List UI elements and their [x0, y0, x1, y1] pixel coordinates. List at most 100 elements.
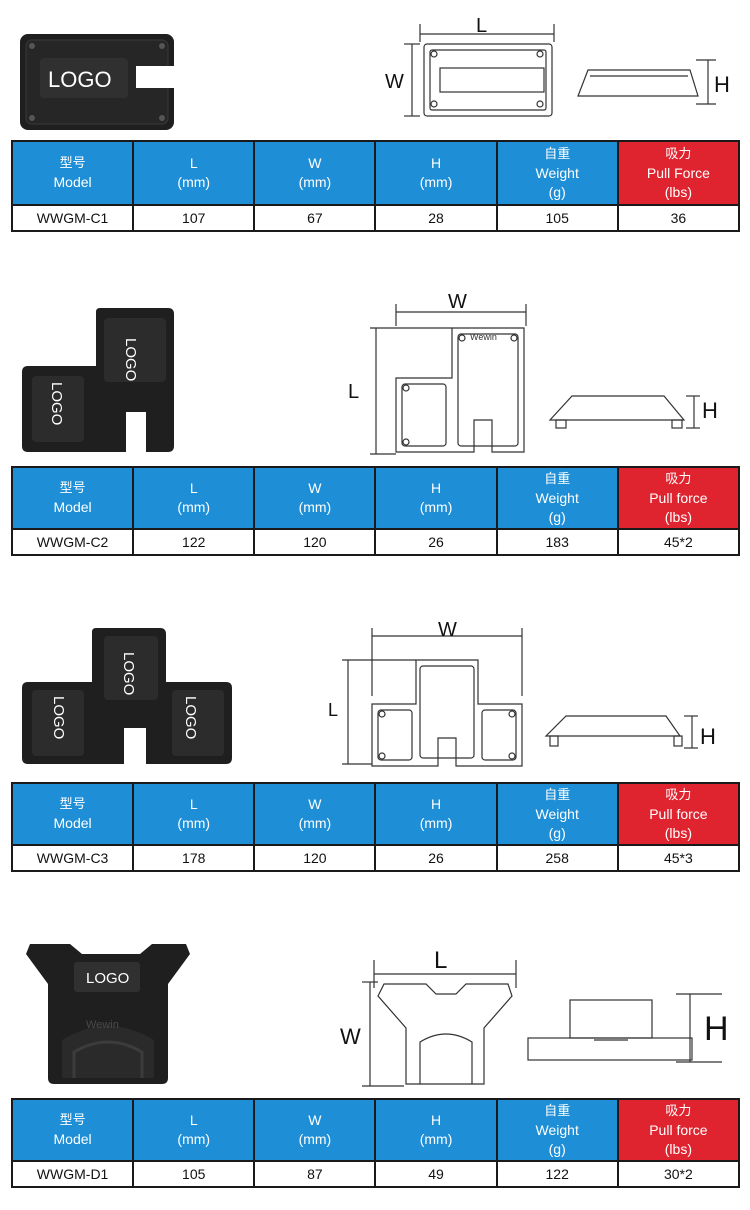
dimension-label-l: L: [348, 381, 359, 403]
cell-weight: 258: [495, 844, 619, 872]
dimension-label-l: L: [434, 947, 447, 974]
dimension-label-w: W: [448, 291, 467, 313]
table-row: WWGM-C1 107 67 28 105 36: [10, 204, 741, 232]
cell-weight: 105: [495, 204, 619, 232]
brand-label: Wewin: [86, 1019, 119, 1031]
header-length: L(mm): [132, 140, 256, 206]
cell-length: 105: [132, 1160, 256, 1188]
table-row: WWGM-C3 178 120 26 258 45*3: [10, 844, 741, 872]
cell-length: 178: [132, 844, 256, 872]
cell-model: WWGM-C3: [10, 844, 135, 872]
drawing-top-c3: [342, 628, 523, 767]
cell-length: 107: [132, 204, 256, 232]
drawing-side-c2: [548, 395, 700, 429]
brand-label: Wewin: [470, 332, 497, 342]
drawing-side-c1: [577, 59, 716, 105]
cell-height: 26: [374, 844, 498, 872]
cell-model: WWGM-C2: [10, 528, 135, 556]
product-illustration-c1: LOGO L W H: [20, 15, 730, 130]
dimension-label-h: H: [714, 72, 730, 97]
header-height: H(mm): [374, 140, 498, 206]
cell-width: 120: [253, 844, 377, 872]
product-photo-c2: LOGO LOGO: [22, 308, 174, 452]
cell-height: 49: [374, 1160, 498, 1188]
dimension-label-w: W: [385, 71, 404, 93]
cell-model: WWGM-C1: [10, 204, 135, 232]
logo-label: LOGO: [182, 696, 199, 739]
cell-width: 87: [253, 1160, 377, 1188]
cell-model: WWGM-D1: [10, 1160, 135, 1188]
dimension-label-w: W: [340, 1024, 361, 1049]
cell-pull-force: 36: [616, 204, 741, 232]
product-photo-d1: LOGO Wewin: [26, 944, 190, 1084]
dimension-label-h: H: [700, 724, 716, 749]
cell-pull-force: 30*2: [616, 1160, 741, 1188]
product-illustration-c2: LOGO LOGO Wewin W L H: [22, 291, 718, 455]
table-row: WWGM-C2 122 120 26 183 45*2: [10, 528, 741, 556]
cell-height: 26: [374, 528, 498, 556]
header-length: L(mm): [132, 1098, 256, 1162]
logo-label: LOGO: [120, 652, 137, 695]
logo-label: LOGO: [122, 338, 139, 381]
dimension-label-l: L: [476, 15, 487, 37]
header-height: H(mm): [374, 466, 498, 530]
drawing-top-c1: [404, 24, 555, 117]
dimension-label-h: H: [704, 1010, 729, 1048]
cell-width: 120: [253, 528, 377, 556]
cell-width: 67: [253, 204, 377, 232]
header-width: W(mm): [253, 782, 377, 846]
logo-label: LOGO: [48, 382, 65, 425]
dimension-label-w: W: [438, 619, 457, 641]
header-width: W(mm): [253, 140, 377, 206]
product-photo-c3: LOGO LOGO LOGO: [22, 628, 232, 764]
cell-weight: 183: [495, 528, 619, 556]
header-length: L(mm): [132, 466, 256, 530]
drawing-side-d1: [527, 993, 722, 1063]
product-illustration-d1: LOGO Wewin L W H: [26, 944, 729, 1087]
cell-length: 122: [132, 528, 256, 556]
logo-label: LOGO: [86, 970, 129, 987]
cell-pull-force: 45*2: [616, 528, 741, 556]
cell-pull-force: 45*3: [616, 844, 741, 872]
drawing-top-d1: [362, 960, 517, 1087]
header-width: W(mm): [253, 466, 377, 530]
header-height: H(mm): [374, 782, 498, 846]
drawing-top-c2: [370, 304, 527, 455]
cell-height: 28: [374, 204, 498, 232]
header-height: H(mm): [374, 1098, 498, 1162]
dimension-label-l: L: [328, 700, 338, 720]
logo-label: LOGO: [50, 696, 67, 739]
product-photo-c1: LOGO: [20, 34, 176, 130]
drawing-side-c3: [544, 715, 698, 749]
header-length: L(mm): [132, 782, 256, 846]
dimension-label-h: H: [702, 398, 718, 423]
cell-weight: 122: [495, 1160, 619, 1188]
product-illustration-c3: LOGO LOGO LOGO W L H: [22, 619, 716, 767]
logo-label: LOGO: [48, 67, 112, 92]
table-row: WWGM-D1 105 87 49 122 30*2: [10, 1160, 741, 1188]
header-width: W(mm): [253, 1098, 377, 1162]
